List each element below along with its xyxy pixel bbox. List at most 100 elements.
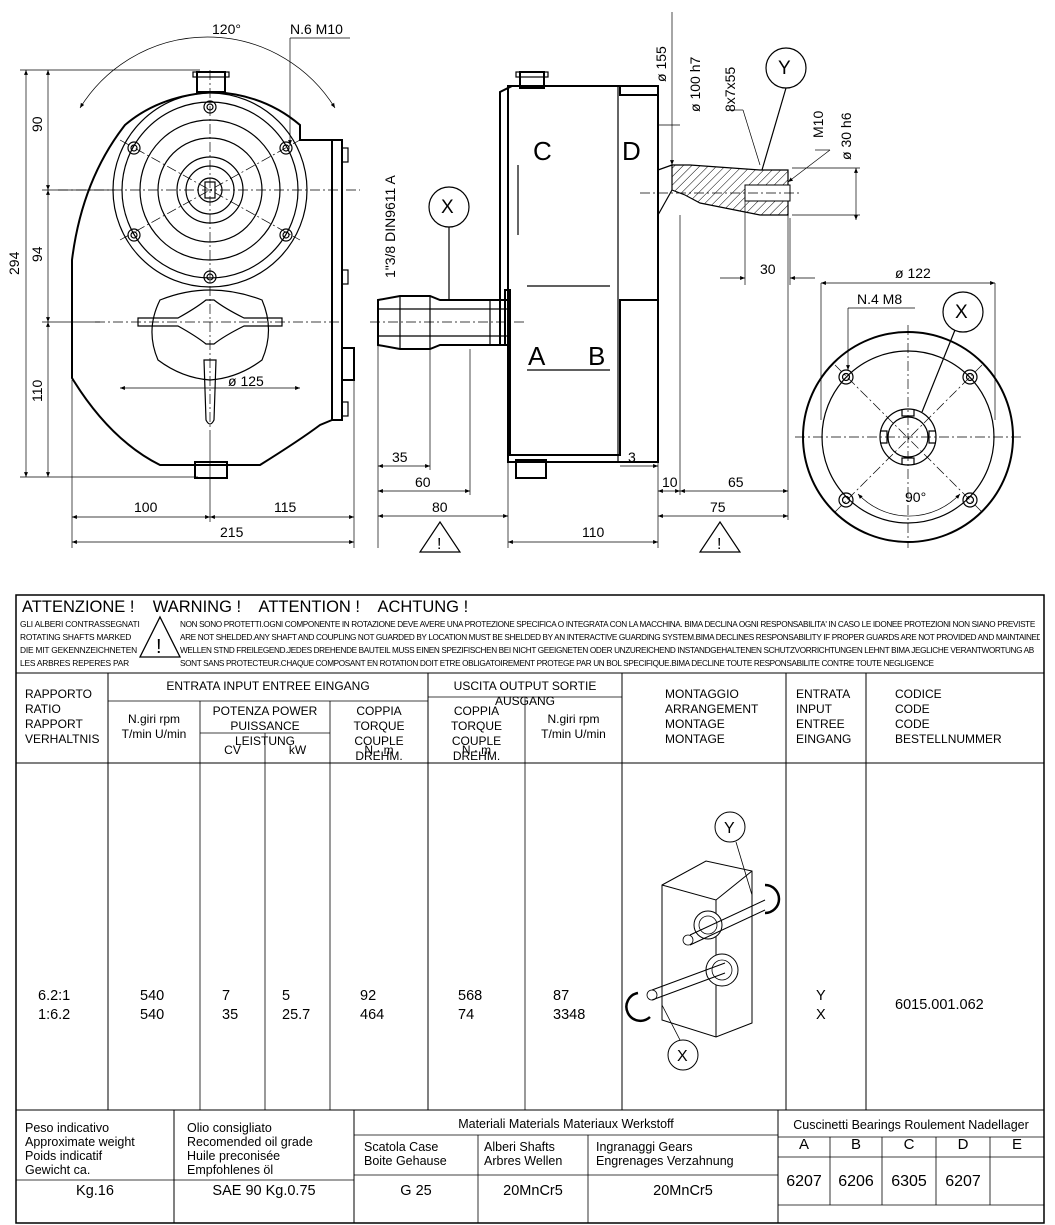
warning-right-line: WELLEN STND FREILEGEND.JEDES DREHENDE BA…: [180, 646, 1034, 655]
cv-header: CV: [224, 743, 241, 757]
table-cell: 74: [458, 1007, 475, 1023]
width-115-label: 115: [274, 499, 297, 515]
label-b: B: [588, 341, 605, 371]
m10-label: M10: [810, 111, 826, 138]
bearing-value: 6206: [838, 1173, 874, 1190]
warning-word: WARNING !: [152, 598, 242, 616]
dia-122-label: ø 122: [895, 265, 931, 281]
bearing-value: 6207: [945, 1173, 981, 1190]
dim-10-label: 10: [662, 474, 678, 490]
bubble-y-side: Y: [778, 58, 791, 79]
torque-out-values: 568 74: [458, 987, 482, 1025]
warning-left-text: GLI ALBERI CONTRASSEGNATI ROTATING SHAFT…: [20, 618, 140, 670]
bearing-letter: A: [798, 1136, 809, 1153]
dim-35-label: 35: [392, 449, 408, 465]
code-value: 6015.001.062: [895, 997, 984, 1013]
bearings-title: Cuscinetti Bearings Roulement Nadellager: [793, 1118, 1029, 1132]
kw-values: 5 25.7: [282, 987, 310, 1025]
materials-title: Materiali Materials Materiaux Werkstoff: [458, 1117, 674, 1131]
width-100-label: 100: [134, 499, 158, 515]
warning-left-line: ROTATING SHAFTS MARKED: [20, 632, 132, 642]
arrangement-diagram: Y X: [625, 811, 781, 1071]
dim-30-label: 30: [760, 261, 776, 277]
table-cell: 540: [140, 1007, 165, 1023]
height-90-label: 90: [29, 116, 45, 132]
bearing-value: 6305: [891, 1173, 927, 1190]
bearing-letter: C: [903, 1136, 915, 1153]
bearing-values: 6207 6206 6305 6207: [778, 1173, 1044, 1190]
bearing-value: 6207: [786, 1173, 822, 1190]
label-a: A: [528, 341, 546, 371]
dia-30-label: ø 30 h6: [838, 112, 854, 160]
height-110-label: 110: [29, 379, 45, 402]
input-header: ENTRATA INPUT ENTREE EINGANG: [166, 679, 370, 693]
height-294-label: 294: [6, 251, 22, 275]
warning-word: ATTENZIONE !: [22, 598, 135, 616]
table-cell: 568: [458, 988, 483, 1004]
ratio-values: 6.2:1 1:6.2: [38, 987, 70, 1025]
bearing-letter: E: [1011, 1136, 1022, 1153]
output-header: USCITA OUTPUT SORTIE AUSGANG: [453, 679, 597, 708]
arrangement-x-bubble: X: [677, 1048, 688, 1065]
warning-left-line: DIE MIT GEKENNZEICHNETEN: [20, 645, 137, 655]
spline-din-label: 1"3/8 DIN9611 A: [382, 175, 398, 278]
warning-triangle-icon: !: [698, 520, 742, 553]
warning-left-line: GLI ALBERI CONTRASSEGNATI: [20, 619, 140, 629]
table-cell: 6.2:1: [38, 988, 71, 1004]
table-cell: 464: [360, 1007, 385, 1023]
table-cell: X: [816, 1007, 826, 1023]
bubble-x-side: X: [441, 197, 454, 218]
svg-text:!: !: [717, 536, 721, 553]
table-cell: 540: [140, 988, 165, 1004]
technical-drawing: 120° N.6 M10 294 90 94 110 ø 125 100 115…: [6, 12, 1022, 553]
dia-155-label: ø 155: [653, 46, 669, 82]
torque-in-values: 92 464: [360, 987, 384, 1025]
warning-word: ACHTUNG !: [377, 598, 469, 616]
side-view: X Y C D A B 1"3/8 DIN9611 A ø 155 ø 100 …: [370, 12, 860, 553]
bearing-value: [990, 1175, 1044, 1189]
warning-right-text: NON SONO PROTETTI.OGNI COMPONENTE IN ROT…: [180, 618, 1040, 670]
case-value: G 25: [400, 1183, 432, 1199]
bearing-letter: D: [957, 1136, 969, 1153]
dim-60-label: 60: [415, 474, 431, 490]
bearing-letters: A B C D E: [778, 1136, 1044, 1153]
table-cell: 87: [553, 988, 570, 1004]
svg-text:!: !: [437, 536, 441, 553]
holes-m8-label: N.4 M8: [857, 291, 902, 307]
warning-right-line: SONT SANS PROTECTEUR.CHAQUE COMPOSANT EN…: [180, 659, 934, 668]
width-215-label: 215: [220, 524, 244, 540]
flange-view: ø 122 N.4 M8 X 90°: [795, 265, 1022, 548]
height-94-label: 94: [29, 246, 45, 262]
dia-125-label: ø 125: [228, 373, 264, 389]
nm-out-header: N · m: [461, 743, 492, 757]
nm-in-header: N · m: [364, 743, 394, 757]
dim-65-label: 65: [728, 474, 744, 490]
label-d: D: [622, 136, 641, 166]
table-cell: 25.7: [282, 1007, 311, 1023]
arrangement-y-bubble: Y: [724, 820, 735, 837]
table-cell: 5: [282, 988, 291, 1004]
shafts-value: 20MnCr5: [503, 1183, 563, 1199]
weight-value: Kg.16: [76, 1183, 114, 1199]
table-cell: 1:6.2: [38, 1007, 71, 1023]
table-cell: 92: [360, 988, 377, 1004]
gears-value: 20MnCr5: [653, 1183, 713, 1199]
rpm-out-values: 87 3348: [553, 987, 585, 1025]
key-label: 8x7x55: [722, 67, 738, 112]
rpm-in-values: 540 540: [140, 987, 164, 1025]
warning-triangle-icon: !: [418, 520, 462, 553]
table-cell: 7: [222, 988, 231, 1004]
cv-values: 7 35: [222, 987, 238, 1025]
bubble-x-flange: X: [955, 302, 968, 323]
label-c: C: [533, 136, 552, 166]
dia-100-label: ø 100 h7: [687, 57, 703, 112]
